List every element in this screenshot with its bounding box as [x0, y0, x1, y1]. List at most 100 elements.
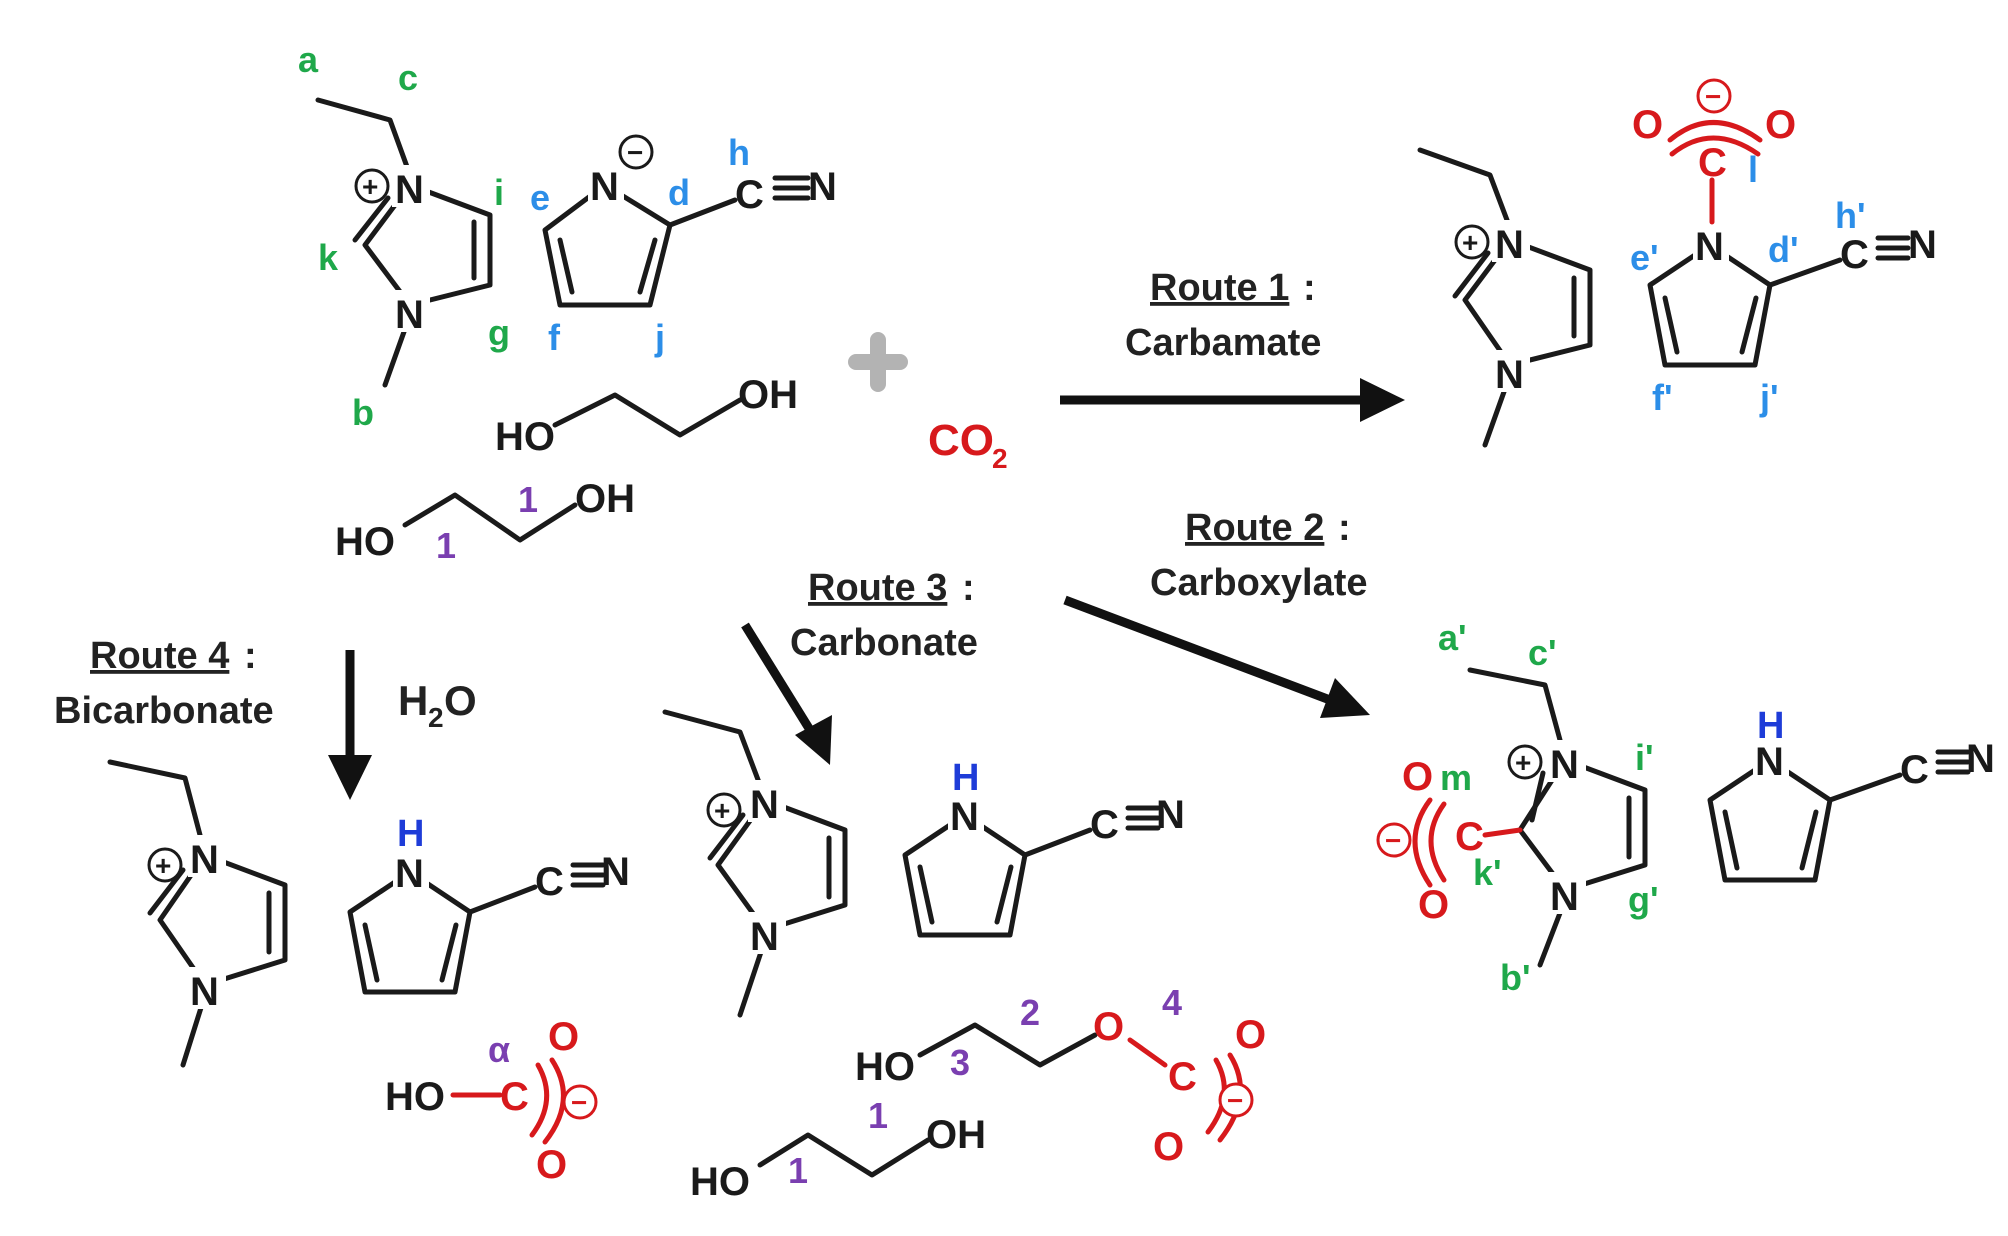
- r1-pyrrole-n: N: [1695, 225, 1724, 269]
- r1-carbamate-arc: [1667, 120, 1763, 143]
- r2-pyrrole-d2: [1722, 809, 1740, 871]
- r3-pyrrole-d2: [917, 864, 935, 925]
- label-g: g: [488, 312, 510, 353]
- route1-product: Carbamate: [1125, 322, 1321, 364]
- r4-bicarb-ho: HO: [385, 1075, 445, 1119]
- r2-carboxyl-arc-2: [1428, 801, 1447, 883]
- r1-nitrile-n: N: [1908, 223, 1937, 267]
- r3-oc-bond: [1127, 1037, 1168, 1068]
- glycol-chain: [552, 392, 743, 438]
- label-h: h: [728, 132, 750, 173]
- r2-label-c: c': [1528, 632, 1557, 673]
- pyrrole-double-2: [557, 237, 575, 295]
- r1-n-mask: [1492, 220, 1530, 262]
- r2-label-b: b': [1500, 957, 1531, 998]
- r3-nitrile-c: C: [1090, 803, 1119, 847]
- r2-pyrrole-d1: [1799, 809, 1819, 871]
- r3-n-mask: [748, 780, 786, 822]
- r3-n-mask-2: [748, 912, 786, 954]
- pyrrole-ring: [542, 182, 673, 308]
- minus-charge-text: −: [627, 137, 643, 168]
- r1-minus-text: −: [1705, 81, 1721, 112]
- r2-pyrrole-h: H: [1757, 705, 1784, 747]
- r4-plus-text: +: [155, 850, 171, 881]
- r3-ring: [715, 797, 848, 933]
- glycol-oh: OH: [738, 373, 798, 417]
- route3-title: Route 3: [808, 567, 947, 609]
- glycol2-num2: 1: [518, 479, 538, 520]
- route4-reagent-sub: 2: [428, 702, 444, 733]
- route2-colon: :: [1338, 507, 1351, 549]
- r3-carbonate-o2: O: [1153, 1125, 1184, 1169]
- route4-colon: :: [244, 635, 257, 677]
- r4-n-mask-2: [188, 967, 226, 1009]
- r1-ring: [1462, 237, 1593, 368]
- r4-nitrile-n: N: [601, 850, 630, 894]
- r2-carboxyl-o2: O: [1418, 883, 1449, 927]
- label-d: d: [668, 172, 690, 213]
- r2-pyrrole-n: N: [1755, 740, 1784, 784]
- r3-ethyl: [662, 709, 763, 788]
- r2-carboxyl-c: C: [1455, 815, 1484, 859]
- route2-pyrrole: N H C N: [1707, 705, 1995, 883]
- co2-label: CO: [928, 416, 994, 465]
- r4-bicarb-arc-2: [529, 1062, 550, 1138]
- route4-product: Bicarbonate: [54, 690, 274, 732]
- route4-reagent-o: O: [444, 677, 477, 724]
- r3-nitrile-bond: [1022, 827, 1093, 858]
- r2-pyrrole-ring: [1707, 757, 1833, 883]
- r1-pyrrole-d2: [1662, 295, 1680, 355]
- route4-reagent-h: H: [398, 677, 428, 724]
- r2-nitrile-n: N: [1966, 737, 1995, 781]
- r2-plus-text: +: [1515, 747, 1531, 778]
- r1-carbamate-arc-2: [1669, 135, 1761, 157]
- route1-title: Route 1: [1150, 267, 1289, 309]
- r1-label-h: h': [1835, 195, 1866, 236]
- r2-atom-n: N: [1550, 875, 1579, 919]
- r2-label-k: k': [1473, 852, 1502, 893]
- label-j: j: [654, 317, 665, 358]
- r4-n-mask: [188, 835, 226, 877]
- r2-label-i: i': [1635, 737, 1654, 778]
- r3-nitrile-n: N: [1156, 793, 1185, 837]
- r2-ring-double-2: [1529, 770, 1546, 823]
- r2-minus-icon: [1376, 822, 1412, 858]
- r4-ring: [157, 852, 288, 988]
- r4-label-alpha: α: [488, 1029, 510, 1070]
- plus-sign: [848, 332, 908, 392]
- r4-bicarb-c: C: [500, 1075, 529, 1119]
- pyrrole-double-1: [637, 237, 658, 295]
- r3-pyrrole-ring: [902, 812, 1028, 938]
- route1-arrowhead: [1360, 378, 1405, 422]
- route4-pyrrole: N H C N: [347, 813, 630, 995]
- r4-pyrrole-n: N: [395, 852, 424, 896]
- label-k: k: [318, 237, 339, 278]
- route1-colon: :: [1303, 267, 1316, 309]
- minus-charge-icon: [618, 134, 654, 170]
- route3-colon: :: [962, 567, 975, 609]
- glycol-ho: HO: [495, 415, 555, 459]
- r1-plus-icon: [1454, 224, 1490, 260]
- route4-arrowhead: [328, 755, 372, 800]
- r2-nitrile-bond: [1827, 772, 1903, 803]
- r2-minus-text: −: [1385, 825, 1401, 856]
- r4-ethyl: [107, 759, 203, 838]
- r3-num-1b: 1: [868, 1095, 888, 1136]
- r4-bicarb-o1: O: [548, 1015, 579, 1059]
- r1-label-l: l: [1748, 149, 1758, 190]
- route3-pyrrole: N H C N: [902, 757, 1185, 938]
- route2-arrowhead: [1320, 678, 1370, 718]
- r4-plus-icon: [147, 847, 183, 883]
- r2-label-a: a': [1438, 617, 1467, 658]
- r3-pyrrole-d1: [994, 864, 1014, 925]
- anion-atom-n: N: [590, 165, 619, 209]
- route3-carbonate: HO O C O O − 3 2 4: [855, 982, 1266, 1169]
- label-i: i: [494, 172, 504, 213]
- co2-subscript: 2: [992, 443, 1008, 474]
- r3-num-3: 3: [950, 1042, 970, 1083]
- glycol2-num1: 1: [436, 525, 456, 566]
- r3-glycol-chain: [757, 1132, 931, 1178]
- r3-minus-text: −: [1227, 1085, 1243, 1116]
- route3-arrow: [741, 622, 814, 733]
